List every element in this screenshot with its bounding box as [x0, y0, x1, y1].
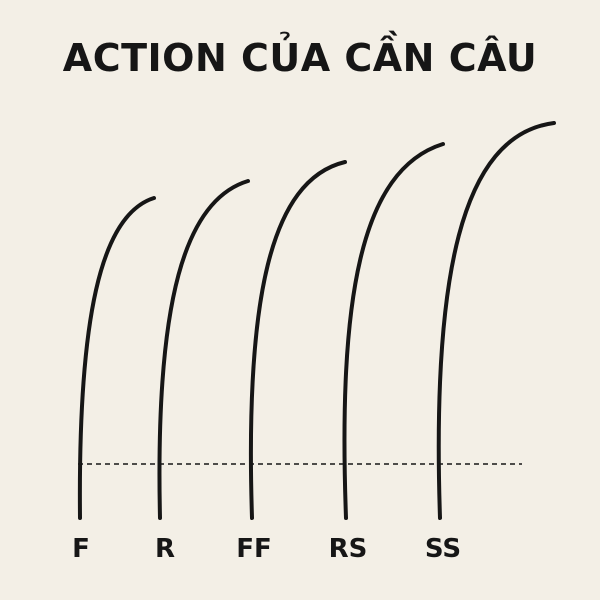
rod-label-ff: FF [236, 534, 272, 564]
diagram-title: ACTION CỦA CẦN CÂU [62, 36, 538, 80]
rod-curve-rs [342, 142, 445, 520]
rod-curve-ss [436, 121, 556, 520]
rod-curve-ff [248, 160, 347, 520]
rod-label-ss: SS [424, 534, 462, 564]
rod-label-f: F [72, 534, 90, 564]
rod-label-r: R [154, 534, 176, 564]
rod-curve-r [157, 179, 250, 520]
rod-curve-f [77, 196, 156, 520]
rod-label-rs: RS [328, 534, 368, 564]
